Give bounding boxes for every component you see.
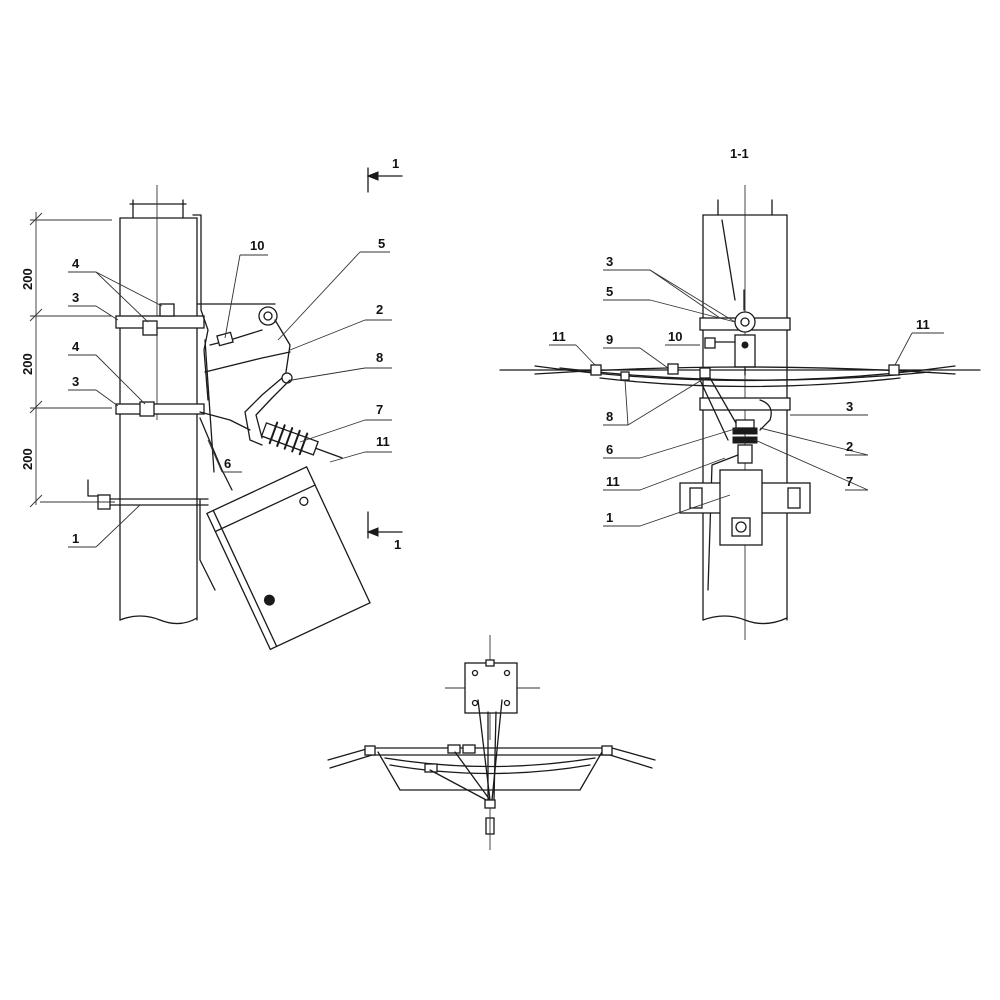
box-bracket (199, 499, 216, 591)
left-side-view: 200 200 200 1 1 10 5 2 8 (20, 156, 403, 651)
callout-11c: 11 (606, 474, 620, 489)
callout-3b: 3 (72, 374, 79, 389)
callout-6: 6 (606, 442, 613, 457)
callouts-right: 3 5 10 9 11 11 8 3 6 2 11 7 1 (549, 254, 944, 527)
callout-6: 6 (224, 456, 231, 471)
dimension-label: 200 (20, 353, 35, 375)
callout-5: 5 (606, 284, 613, 299)
callout-5: 5 (378, 236, 385, 251)
callouts-left: 10 5 2 8 7 11 6 4 3 4 3 1 (68, 236, 392, 548)
equipment-bracket-right (679, 469, 811, 546)
dimension-label: 200 (20, 268, 35, 290)
section-mark-top: 1 (366, 156, 403, 193)
dimension-chain: 200 200 200 (20, 212, 112, 508)
callout-7: 7 (846, 474, 853, 489)
insulator-lower-right (699, 377, 772, 591)
callout-11b: 11 (916, 317, 930, 332)
section-title: 1-1 (730, 146, 749, 161)
hook-insulator-assembly (199, 306, 343, 491)
callout-3a: 3 (72, 290, 79, 305)
hook-assembly-right (704, 289, 756, 376)
callout-10: 10 (668, 329, 682, 344)
callout-9: 9 (606, 332, 613, 347)
messenger-wires (499, 363, 981, 388)
callout-11: 11 (376, 434, 390, 449)
callout-2: 2 (846, 439, 853, 454)
right-section-view: 1-1 (499, 146, 981, 640)
callout-3: 3 (606, 254, 613, 269)
through-bolt (40, 479, 209, 510)
callout-4b: 4 (72, 339, 80, 354)
callout-3b: 3 (846, 399, 853, 414)
callout-10: 10 (250, 238, 264, 253)
callout-11a: 11 (552, 329, 566, 344)
dimension-label: 200 (20, 448, 35, 470)
callout-1: 1 (606, 510, 613, 525)
pole-right (702, 185, 788, 640)
bottom-plan-view (327, 635, 656, 850)
callout-2: 2 (376, 302, 383, 317)
section-mark-label: 1 (392, 156, 399, 171)
callout-8: 8 (376, 350, 383, 365)
band-clamps-left (115, 303, 276, 417)
section-mark-label: 1 (394, 537, 401, 552)
section-mark-bottom: 1 (366, 511, 403, 552)
callout-8: 8 (606, 409, 613, 424)
ground-wire (192, 214, 209, 401)
equipment-box (206, 466, 371, 651)
callout-7: 7 (376, 402, 383, 417)
pole-left (119, 185, 198, 625)
callout-4a: 4 (72, 256, 80, 271)
callout-1: 1 (72, 531, 79, 546)
